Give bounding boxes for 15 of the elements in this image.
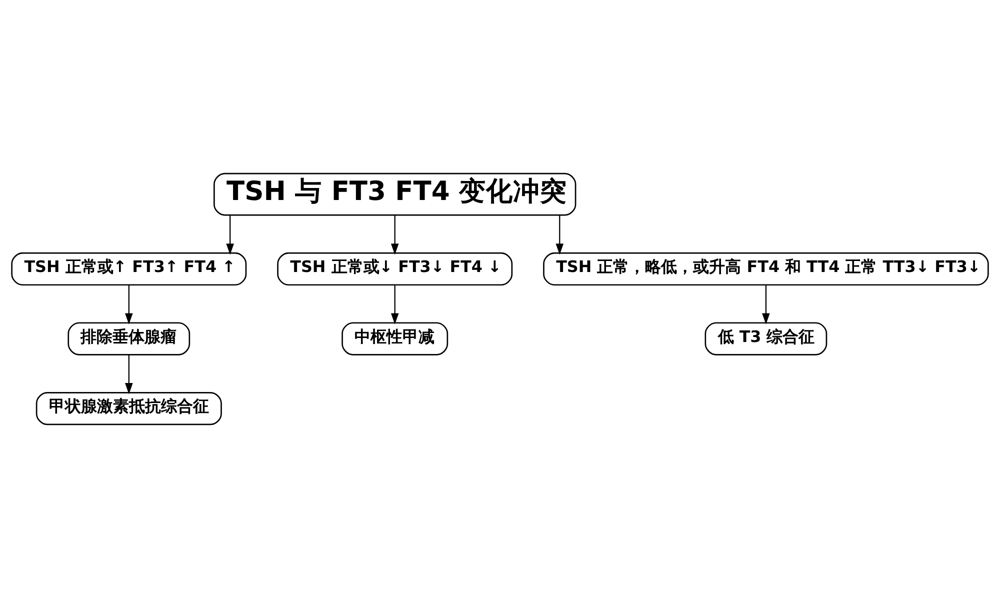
arrow (226, 214, 234, 254)
node-box: 排除垂体腺瘤 (68, 322, 190, 355)
node-box: TSH 与 FT3 FT4 变化冲突 (214, 172, 576, 216)
arrow (125, 284, 133, 324)
node-box: TSH 正常或↓ FT3↓ FT4 ↓ (277, 252, 513, 286)
arrow (556, 214, 564, 254)
arrow (125, 354, 133, 394)
node-box: 甲状腺激素抵抗综合征 (36, 392, 222, 425)
node-box: TSH 正常或↑ FT3↑ FT4 ↑ (11, 252, 247, 286)
arrow (390, 284, 399, 324)
arrow (390, 214, 399, 254)
node-box: 低 T3 综合征 (704, 322, 828, 355)
node-box: 中枢性甲减 (342, 322, 448, 355)
arrow (762, 284, 770, 324)
node-box: TSH 正常，略低，或升高 FT4 和 TT4 正常 TT3↓ FT3↓ (543, 252, 989, 286)
